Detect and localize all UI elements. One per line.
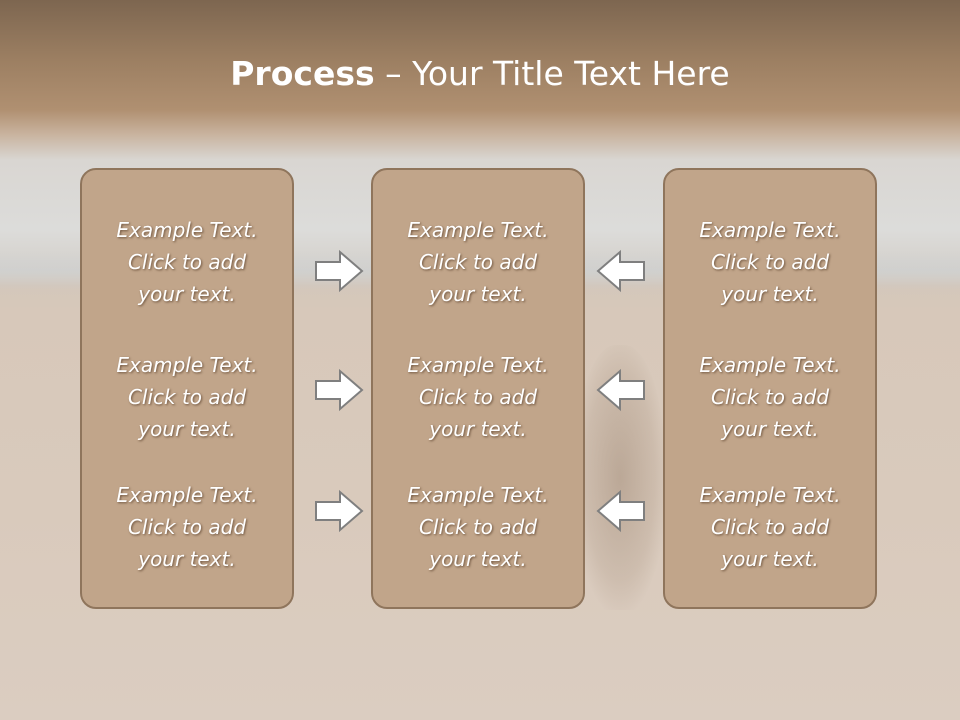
text-line: your text. bbox=[429, 282, 527, 306]
title-bold: Process bbox=[230, 54, 375, 93]
text-line: Click to add bbox=[710, 250, 830, 274]
text-block[interactable]: Example Text. Click to add your text. bbox=[665, 214, 875, 310]
text-block[interactable]: Example Text. Click to add your text. bbox=[665, 349, 875, 445]
text-line: Example Text. bbox=[699, 483, 841, 507]
center-panel[interactable]: Example Text. Click to add your text. Ex… bbox=[371, 168, 585, 609]
arrow-left-icon bbox=[596, 368, 646, 412]
text-line: Example Text. bbox=[407, 353, 549, 377]
text-line: Example Text. bbox=[407, 218, 549, 242]
text-line: Click to add bbox=[710, 385, 830, 409]
text-line: your text. bbox=[721, 547, 819, 571]
text-line: your text. bbox=[721, 417, 819, 441]
title-rest: – Your Title Text Here bbox=[374, 54, 730, 93]
text-block[interactable]: Example Text. Click to add your text. bbox=[373, 479, 583, 575]
text-line: Example Text. bbox=[116, 218, 258, 242]
text-line: Example Text. bbox=[699, 353, 841, 377]
text-line: Click to add bbox=[710, 515, 830, 539]
text-line: Example Text. bbox=[116, 483, 258, 507]
text-block[interactable]: Example Text. Click to add your text. bbox=[82, 214, 292, 310]
text-block[interactable]: Example Text. Click to add your text. bbox=[373, 349, 583, 445]
text-line: Click to add bbox=[127, 385, 247, 409]
right-panel[interactable]: Example Text. Click to add your text. Ex… bbox=[663, 168, 877, 609]
text-line: Click to add bbox=[127, 515, 247, 539]
text-line: Click to add bbox=[127, 250, 247, 274]
text-block[interactable]: Example Text. Click to add your text. bbox=[82, 349, 292, 445]
arrow-right-icon bbox=[314, 368, 364, 412]
text-line: Click to add bbox=[418, 250, 538, 274]
arrow-left-icon bbox=[596, 249, 646, 293]
arrow-left-icon bbox=[596, 489, 646, 533]
text-block[interactable]: Example Text. Click to add your text. bbox=[665, 479, 875, 575]
text-line: your text. bbox=[138, 417, 236, 441]
slide-title[interactable]: Process – Your Title Text Here bbox=[0, 54, 960, 93]
text-line: Example Text. bbox=[407, 483, 549, 507]
text-line: your text. bbox=[138, 282, 236, 306]
arrow-right-icon bbox=[314, 489, 364, 533]
text-line: your text. bbox=[429, 417, 527, 441]
text-line: Click to add bbox=[418, 515, 538, 539]
text-line: your text. bbox=[138, 547, 236, 571]
text-line: your text. bbox=[721, 282, 819, 306]
text-line: Example Text. bbox=[116, 353, 258, 377]
text-line: Click to add bbox=[418, 385, 538, 409]
text-line: your text. bbox=[429, 547, 527, 571]
text-block[interactable]: Example Text. Click to add your text. bbox=[82, 479, 292, 575]
text-line: Example Text. bbox=[699, 218, 841, 242]
arrow-right-icon bbox=[314, 249, 364, 293]
text-block[interactable]: Example Text. Click to add your text. bbox=[373, 214, 583, 310]
left-panel[interactable]: Example Text. Click to add your text. Ex… bbox=[80, 168, 294, 609]
